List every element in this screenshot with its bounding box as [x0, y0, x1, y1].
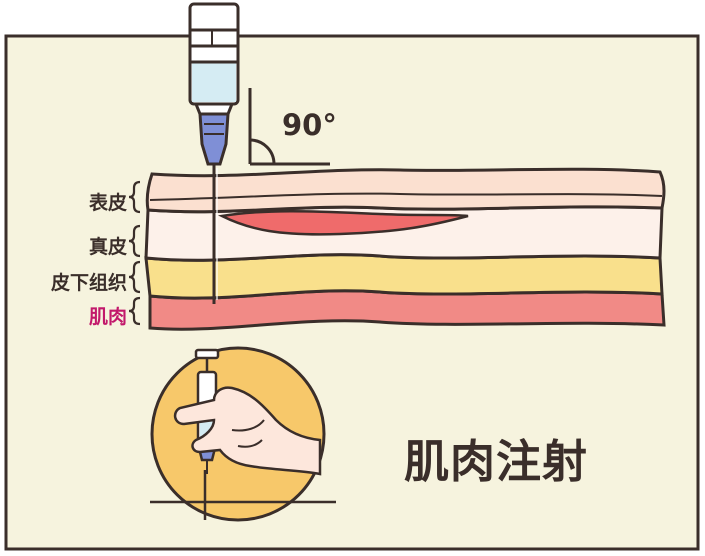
needle-hub: [198, 112, 230, 166]
diagram-title: 肌肉注射: [404, 435, 589, 488]
epidermis-line: [149, 192, 663, 201]
syringe-liquid: [192, 62, 236, 102]
right-angle-marker: [248, 88, 330, 166]
angle-label: 90°: [282, 108, 337, 142]
layer-label-dermis: 真皮: [88, 236, 127, 258]
hand-illustration: [150, 346, 336, 522]
epidermis-layer: [145, 167, 666, 214]
syringe: [188, 2, 240, 304]
hand: [173, 386, 322, 476]
blood-vessel: [217, 209, 469, 236]
layer-label-epidermis: 表皮: [88, 192, 127, 214]
layer-label-muscle: 肌肉: [88, 306, 127, 328]
layer-label-subcutaneous: 皮下组织: [50, 272, 127, 294]
layer-braces: [128, 180, 141, 326]
